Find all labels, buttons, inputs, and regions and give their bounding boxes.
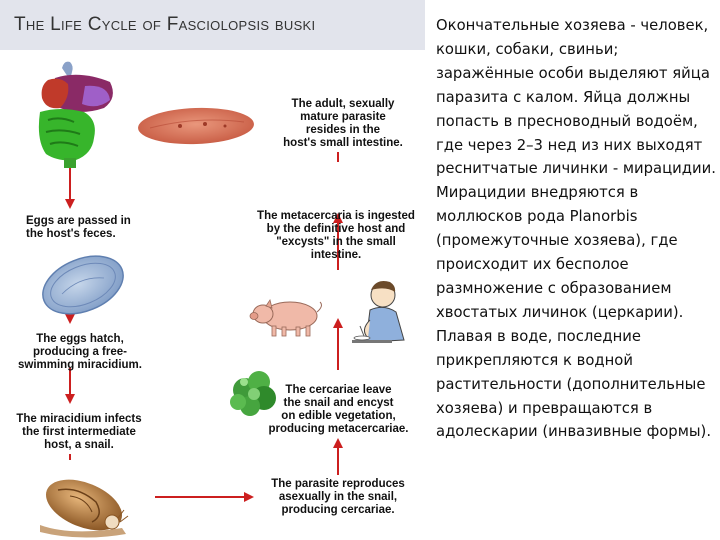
vegetation-illustration — [230, 371, 276, 416]
caption-eggs-passed: Eggs are passed in the host's feces. — [26, 215, 131, 240]
egg-illustration — [42, 255, 124, 315]
page-title: The Life Cycle of Fasciolopsis buski — [14, 14, 316, 35]
person-eating-illustration — [352, 281, 405, 343]
caption-adult: The adult, sexually mature parasite resi… — [283, 98, 403, 149]
caption-cercariae-leave: The cercariae leave the snail and encyst… — [268, 384, 409, 435]
life-cycle-diagram: The adult, sexually mature parasite resi… — [0, 50, 430, 540]
diagram-svg — [38, 61, 405, 538]
title-bar: The Life Cycle of Fasciolopsis buski — [0, 0, 425, 50]
snail-illustration — [40, 479, 129, 538]
caption-miracidium-infects: The miracidium infects the first interme… — [16, 413, 142, 451]
caption-parasite-reproduces: The parasite reproduces asexually in the… — [271, 478, 405, 516]
description-paragraph-2: Мирацидии внедряются в моллюсков рода Pl… — [436, 184, 712, 441]
description-paragraph-1: Окончательные хозяева - человек, кошки, … — [436, 17, 716, 178]
digestive-organs-illustration — [38, 61, 113, 168]
pig-illustration — [249, 299, 322, 337]
caption-eggs-hatch: The eggs hatch, producing a free- swimmi… — [18, 333, 142, 371]
adult-worm-illustration — [138, 107, 254, 145]
caption-metacercaria-ingested: The metacercaria is ingested by the defi… — [257, 210, 415, 261]
cycle-arrows — [65, 152, 343, 502]
description-text: Окончательные хозяева - человек, кошки, … — [436, 14, 718, 444]
